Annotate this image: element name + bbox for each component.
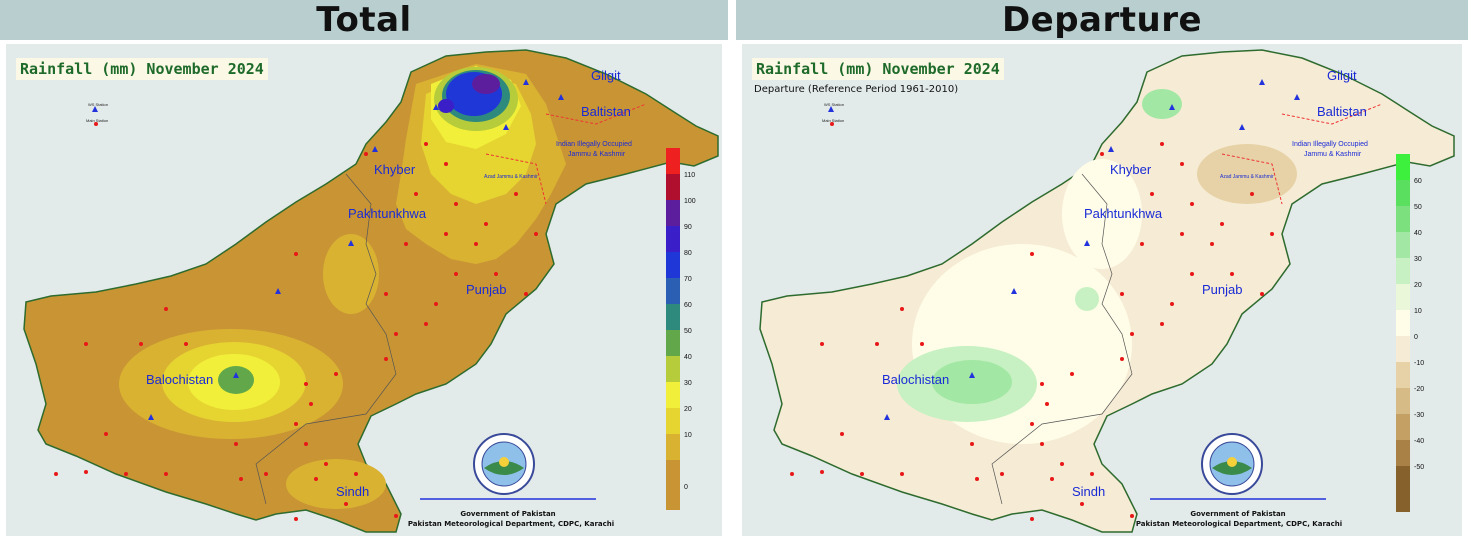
total-banner: Total — [0, 0, 728, 40]
pmd-logo-right — [1201, 433, 1263, 495]
svg-text:30: 30 — [1414, 256, 1422, 263]
svg-text:20: 20 — [1414, 282, 1422, 289]
zone-center — [323, 234, 379, 314]
svg-text:-40: -40 — [1414, 438, 1424, 445]
region-khyber: Khyber — [374, 162, 416, 177]
region-sindh-right: Sindh — [1072, 484, 1105, 499]
svg-text:70: 70 — [684, 276, 692, 283]
total-colorbar-labels: 110 100 90 80 70 60 50 40 30 20 10 0 — [684, 172, 696, 491]
station-triangles — [92, 79, 564, 420]
region-ajk-right: Azad Jammu & Kashmir — [1220, 174, 1274, 180]
inset-main: Main Station — [86, 118, 108, 123]
loc-line-right — [1281, 103, 1383, 125]
svg-text:100: 100 — [684, 198, 696, 205]
footer-pmd-right: Pakistan Meteorological Department, CDPC… — [1135, 520, 1343, 528]
svg-text:50: 50 — [1414, 204, 1422, 211]
zone-center-green — [1075, 287, 1099, 311]
total-map-svg: Gilgit Baltistan Indian Illegally Occupi… — [23, 49, 719, 533]
region-balochistan-right: Balochistan — [882, 372, 949, 387]
zone-baloch-40 — [218, 366, 254, 394]
region-ioj-2-right: Jammu & Kashmir — [1304, 151, 1362, 158]
region-baltistan-right: Baltistan — [1317, 104, 1367, 119]
region-punjab-right: Punjab — [1202, 282, 1242, 297]
svg-text:-50: -50 — [1414, 464, 1424, 471]
svg-text:-20: -20 — [1414, 386, 1424, 393]
footer-gov-right: Government of Pakistan — [1190, 510, 1286, 518]
province-border-right — [991, 173, 1133, 505]
svg-text:10: 10 — [684, 432, 692, 439]
departure-subtitle: Departure (Reference Period 1961-2010) — [754, 84, 959, 95]
total-banner-title: Total — [316, 0, 412, 40]
departure-panel: Departure — [736, 0, 1468, 542]
departure-map: Gilgit Baltistan Indian Illegally Occupi… — [742, 44, 1462, 536]
zone-north-dry — [1197, 144, 1297, 204]
svg-text:0: 0 — [684, 484, 688, 491]
departure-banner: Departure — [736, 0, 1468, 40]
svg-text:0: 0 — [1414, 334, 1418, 341]
region-gilgit: Gilgit — [591, 68, 621, 83]
stations — [54, 122, 538, 521]
zone-80-90 — [438, 99, 454, 113]
departure-colorbar — [1396, 154, 1410, 512]
svg-text:-30: -30 — [1414, 412, 1424, 419]
departure-colorbar-labels: 60 50 40 30 20 10 0 -10 -20 -30 -40 -50 — [1414, 178, 1424, 471]
region-gilgit-right: Gilgit — [1327, 68, 1357, 83]
region-ioj-1: Indian Illegally Occupied — [556, 141, 632, 148]
loc-line-2 — [485, 153, 547, 205]
svg-text:40: 40 — [684, 354, 692, 361]
region-ioj-1-right: Indian Illegally Occupied — [1292, 141, 1368, 148]
zone-90-100 — [472, 74, 500, 94]
departure-map-title: Rainfall (mm) November 2024 — [752, 58, 1004, 80]
svg-text:30: 30 — [684, 380, 692, 387]
footer-pmd: Pakistan Meteorological Department, CDPC… — [407, 520, 615, 528]
region-ioj-2: Jammu & Kashmir — [568, 151, 626, 158]
inset-aws-right: WS Station — [824, 102, 844, 107]
zone-sindh — [286, 459, 386, 509]
region-punjab: Punjab — [466, 282, 506, 297]
region-baltistan: Baltistan — [581, 104, 631, 119]
svg-text:80: 80 — [684, 250, 692, 257]
svg-text:60: 60 — [1414, 178, 1422, 185]
inset-main-right: Main Station — [822, 118, 844, 123]
zone-near-zero-2 — [1062, 159, 1142, 269]
departure-banner-title: Departure — [1001, 0, 1203, 40]
departure-map-svg: Gilgit Baltistan Indian Illegally Occupi… — [759, 49, 1455, 533]
region-khyber-right: Khyber — [1110, 162, 1152, 177]
loc-line-right-2 — [1221, 153, 1283, 205]
pmd-logo — [473, 433, 535, 495]
zone-baloch-green-2 — [932, 360, 1012, 404]
zone-north-green — [1142, 89, 1182, 119]
svg-text:60: 60 — [684, 302, 692, 309]
loc-line — [545, 103, 647, 125]
inset-aws: WS Station — [88, 102, 108, 107]
svg-text:90: 90 — [684, 224, 692, 231]
total-panel: Total — [0, 0, 728, 542]
svg-text:10: 10 — [1414, 308, 1422, 315]
total-map: Gilgit Baltistan Indian Illegally Occupi… — [6, 44, 722, 536]
total-map-title: Rainfall (mm) November 2024 — [16, 58, 268, 80]
province-border — [255, 173, 397, 505]
region-balochistan: Balochistan — [146, 372, 213, 387]
svg-text:110: 110 — [684, 172, 695, 179]
region-pakhtunkhwa: Pakhtunkhwa — [348, 206, 427, 221]
region-ajk: Azad Jammu & Kashmir — [484, 174, 538, 180]
region-sindh: Sindh — [336, 484, 369, 499]
region-pakhtunkhwa-right: Pakhtunkhwa — [1084, 206, 1163, 221]
stations-right — [790, 122, 1274, 521]
svg-text:-10: -10 — [1414, 360, 1424, 367]
station-triangles-right — [828, 79, 1300, 420]
svg-text:20: 20 — [684, 406, 692, 413]
svg-text:40: 40 — [1414, 230, 1422, 237]
total-colorbar — [666, 148, 680, 510]
footer-gov: Government of Pakistan — [460, 510, 556, 518]
svg-text:50: 50 — [684, 328, 692, 335]
